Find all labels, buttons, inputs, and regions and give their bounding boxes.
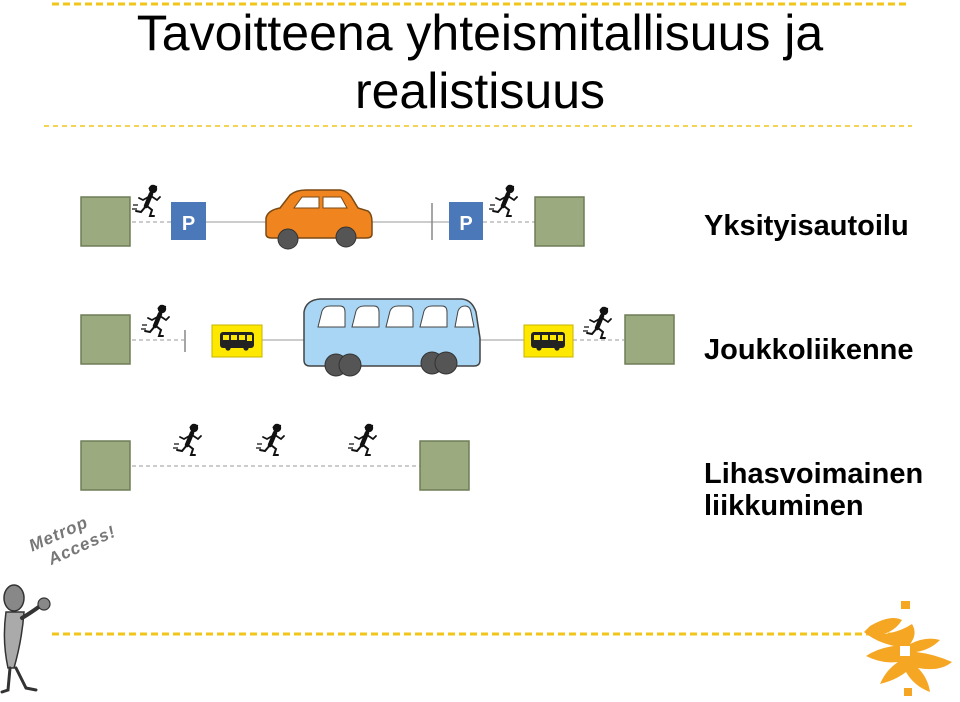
walk-destination-node xyxy=(419,440,470,491)
walk-row-runner-2 xyxy=(256,424,284,455)
car-row-runner-left xyxy=(132,185,160,216)
slide-title-line-1: Tavoitteena yhteismitallisuus ja xyxy=(136,5,824,61)
transit-row-runner-right xyxy=(583,307,611,338)
mascot-figure xyxy=(0,584,51,694)
university-flame-logo xyxy=(864,601,952,696)
slide-title-line-2: realistisuus xyxy=(354,63,606,119)
bus-illustration xyxy=(303,298,481,377)
car-origin-node xyxy=(80,196,131,247)
car-row-runner-right xyxy=(489,185,517,216)
parking-sign-left: P xyxy=(171,202,206,240)
walk-row-runner-1 xyxy=(173,424,201,455)
car-row-label: Yksityisautoilu xyxy=(704,210,909,242)
parking-sign-right-letter: P xyxy=(459,213,472,235)
car-row: P P xyxy=(80,185,585,250)
bus-stop-sign-left xyxy=(211,324,263,358)
transit-origin-node xyxy=(80,314,131,365)
car-destination-node xyxy=(534,196,585,247)
walk-row-label: Lihasvoimainen liikkuminen xyxy=(704,458,923,522)
car-illustration xyxy=(265,189,373,250)
bus-stop-sign-right xyxy=(523,324,574,358)
transit-row-runner-left xyxy=(141,305,169,336)
transit-destination-node xyxy=(624,314,675,365)
walk-origin-node xyxy=(80,440,131,491)
transit-row-label: Joukkoliikenne xyxy=(704,334,914,366)
walk-row xyxy=(80,424,470,491)
walk-row-runner-3 xyxy=(348,424,376,455)
walk-row-label-line-1: Lihasvoimainen xyxy=(704,458,924,490)
slide-title: Tavoitteena yhteismitallisuus ja realist… xyxy=(0,4,960,120)
walk-row-label-line-2: liikkuminen xyxy=(704,490,864,522)
parking-sign-right: P xyxy=(449,202,483,240)
parking-sign-left-letter: P xyxy=(182,213,195,235)
transit-row xyxy=(80,298,675,377)
